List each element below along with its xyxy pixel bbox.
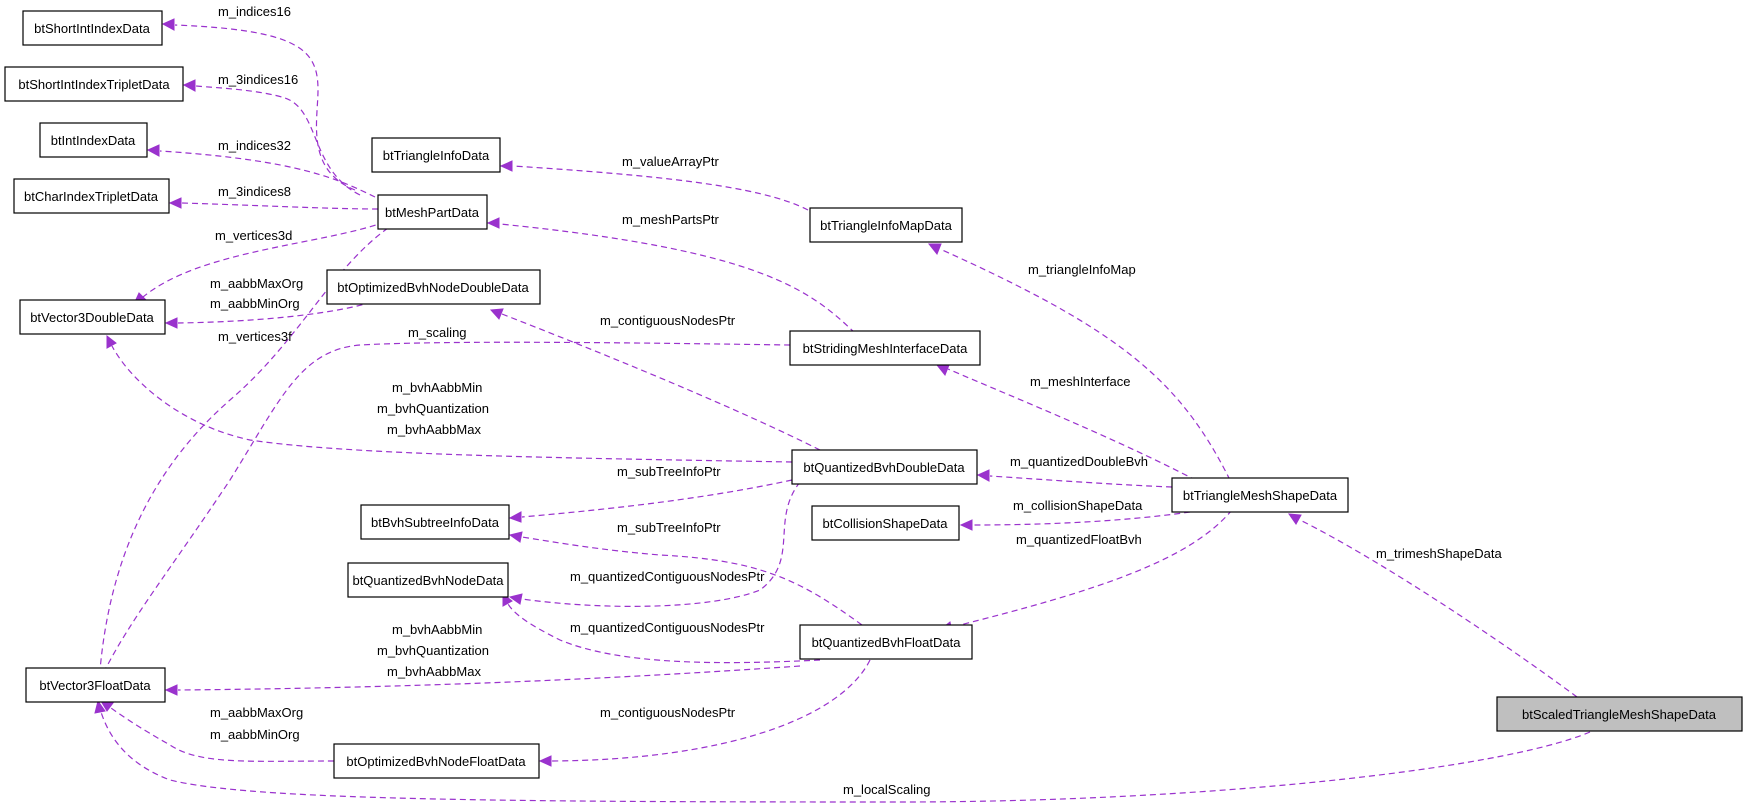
node-btCharIndexTripletData[interactable]: btCharIndexTripletData [13, 178, 170, 214]
edge-label: m_indices16 [218, 4, 291, 19]
edge-m-quantizedfloatbvh: m_quantizedFloatBvh [938, 509, 1233, 633]
edge-m-quantizedcontiguousnodesptr-float: m_quantizedContiguousNodesPtr [502, 592, 821, 664]
edge-label: m_localScaling [843, 782, 930, 797]
node-btShortIntIndexData[interactable]: btShortIntIndexData [22, 10, 163, 46]
edge-m-meshinterface: m_meshInterface [935, 364, 1206, 486]
node-label: btBvhSubtreeInfoData [371, 515, 500, 530]
node-btScaledTriangleMeshShapeData[interactable]: btScaledTriangleMeshShapeData [1496, 696, 1743, 732]
nodes: btShortIntIndexData btShortIntIndexTripl… [4, 10, 1743, 779]
edge-label: m_contiguousNodesPtr [600, 705, 736, 720]
edge-m-indices16: m_indices16 [161, 4, 356, 191]
edge-m-trimeshshapedata: m_trimeshShapeData [1287, 513, 1578, 698]
edge-m-valuearrayptr: m_valueArrayPtr [499, 154, 809, 211]
edge-label: m_subTreeInfoPtr [617, 464, 721, 479]
edge-m-quantizeddoublebvh: m_quantizedDoubleBvh [976, 454, 1173, 488]
edge-m-aabbmaxorg-double: m_aabbMaxOrg m_aabbMinOrg [164, 276, 373, 329]
edge-m-3indices16: m_3indices16 [182, 72, 361, 196]
edge-label: m_vertices3f [218, 329, 292, 344]
node-btOptimizedBvhNodeFloatData[interactable]: btOptimizedBvhNodeFloatData [333, 743, 540, 779]
edge-m-contiguousnodesptr-float: m_contiguousNodesPtr [538, 659, 871, 767]
edge-label: m_vertices3d [215, 228, 292, 243]
node-label: btQuantizedBvhFloatData [812, 635, 962, 650]
edge-label: m_3indices8 [218, 184, 291, 199]
node-btShortIntIndexTripletData[interactable]: btShortIntIndexTripletData [4, 66, 184, 102]
node-label: btOptimizedBvhNodeFloatData [346, 754, 526, 769]
node-btMeshPartData[interactable]: btMeshPartData [377, 194, 488, 230]
edge-m-quantizedcontiguousnodesptr-double: m_quantizedContiguousNodesPtr [508, 481, 801, 607]
edges: m_indices16 m_3indices16 m_indices32 m_3… [94, 4, 1591, 803]
node-label: btCollisionShapeData [822, 516, 948, 531]
node-label: btTriangleMeshShapeData [1183, 488, 1338, 503]
node-label: btIntIndexData [51, 133, 136, 148]
edge-label: m_valueArrayPtr [622, 154, 719, 169]
node-label: btScaledTriangleMeshShapeData [1522, 707, 1717, 722]
node-label: btVector3DoubleData [30, 310, 154, 325]
edge-label: m_subTreeInfoPtr [617, 520, 721, 535]
edge-label: m_trimeshShapeData [1376, 546, 1502, 561]
edge-m-localscaling: m_localScaling [94, 699, 1591, 803]
node-label: btShortIntIndexData [34, 21, 150, 36]
edge-m-indices32: m_indices32 [146, 138, 376, 198]
edge-label: m_quantizedFloatBvh [1016, 532, 1142, 547]
node-btBvhSubtreeInfoData[interactable]: btBvhSubtreeInfoData [360, 504, 510, 540]
edge-label: m_bvhQuantization [377, 643, 489, 658]
edge-m-subtreeinfoptr-double: m_subTreeInfoPtr [508, 464, 793, 523]
edge-label: m_bvhAabbMax [387, 422, 481, 437]
edge-label: m_bvhAabbMax [387, 664, 481, 679]
edge-label: m_meshInterface [1030, 374, 1130, 389]
node-btTriangleInfoData[interactable]: btTriangleInfoData [371, 137, 501, 173]
edge-m-3indices8: m_3indices8 [168, 184, 379, 210]
node-label: btStridingMeshInterfaceData [803, 341, 969, 356]
node-label: btVector3FloatData [39, 678, 151, 693]
edge-label: m_bvhAabbMin [392, 380, 482, 395]
edge-m-bvh-double: m_bvhAabbMin m_bvhQuantization m_bvhAabb… [106, 334, 793, 463]
node-label: btMeshPartData [385, 205, 480, 220]
node-label: btQuantizedBvhDoubleData [803, 460, 965, 475]
edge-m-triangleinfomap: m_triangleInfoMap [927, 243, 1231, 481]
node-label: btTriangleInfoMapData [820, 218, 953, 233]
edge-m-collisionshapedata: m_collisionShapeData [959, 498, 1191, 531]
edge-label: m_collisionShapeData [1013, 498, 1143, 513]
edge-label: m_quantizedContiguousNodesPtr [570, 620, 765, 635]
node-label: btCharIndexTripletData [24, 189, 159, 204]
node-btVector3FloatData[interactable]: btVector3FloatData [25, 667, 166, 703]
node-btOptimizedBvhNodeDoubleData[interactable]: btOptimizedBvhNodeDoubleData [326, 269, 541, 305]
node-label: btTriangleInfoData [383, 148, 490, 163]
edge-m-subtreeinfoptr-float: m_subTreeInfoPtr [508, 520, 863, 626]
edge-label: m_indices32 [218, 138, 291, 153]
edge-label: m_3indices16 [218, 72, 298, 87]
node-btTriangleMeshShapeData[interactable]: btTriangleMeshShapeData [1171, 477, 1349, 513]
edge-m-bvh-float: m_bvhAabbMin m_bvhQuantization m_bvhAabb… [164, 622, 801, 696]
edge-label: m_contiguousNodesPtr [600, 313, 736, 328]
edge-m-aabbmaxorg-float: m_aabbMaxOrg m_aabbMinOrg [100, 700, 335, 762]
edge-m-meshpartsptr: m_meshPartsPtr [486, 212, 856, 334]
node-btStridingMeshInterfaceData[interactable]: btStridingMeshInterfaceData [789, 330, 981, 366]
edge-label: m_scaling [408, 325, 467, 340]
edge-label: m_bvhQuantization [377, 401, 489, 416]
edge-label: m_bvhAabbMin [392, 622, 482, 637]
node-btQuantizedBvhFloatData[interactable]: btQuantizedBvhFloatData [799, 624, 973, 660]
edge-m-contiguousnodesptr-double: m_contiguousNodesPtr [489, 308, 821, 451]
node-btQuantizedBvhNodeData[interactable]: btQuantizedBvhNodeData [347, 562, 509, 598]
edge-label: m_quantizedContiguousNodesPtr [570, 569, 765, 584]
node-label: btOptimizedBvhNodeDoubleData [337, 280, 529, 295]
node-btVector3DoubleData[interactable]: btVector3DoubleData [19, 299, 166, 335]
node-btTriangleInfoMapData[interactable]: btTriangleInfoMapData [809, 207, 963, 243]
node-btCollisionShapeData[interactable]: btCollisionShapeData [811, 505, 960, 541]
edge-label: m_meshPartsPtr [622, 212, 719, 227]
node-label: btShortIntIndexTripletData [18, 77, 170, 92]
node-label: btQuantizedBvhNodeData [352, 573, 504, 588]
edge-label: m_aabbMinOrg [210, 296, 300, 311]
edge-label: m_aabbMinOrg [210, 727, 300, 742]
edge-label: m_triangleInfoMap [1028, 262, 1136, 277]
edge-label: m_aabbMaxOrg [210, 276, 303, 291]
edge-label: m_quantizedDoubleBvh [1010, 454, 1148, 469]
node-btQuantizedBvhDoubleData[interactable]: btQuantizedBvhDoubleData [791, 449, 978, 485]
node-btIntIndexData[interactable]: btIntIndexData [39, 122, 148, 158]
edge-label: m_aabbMaxOrg [210, 705, 303, 720]
